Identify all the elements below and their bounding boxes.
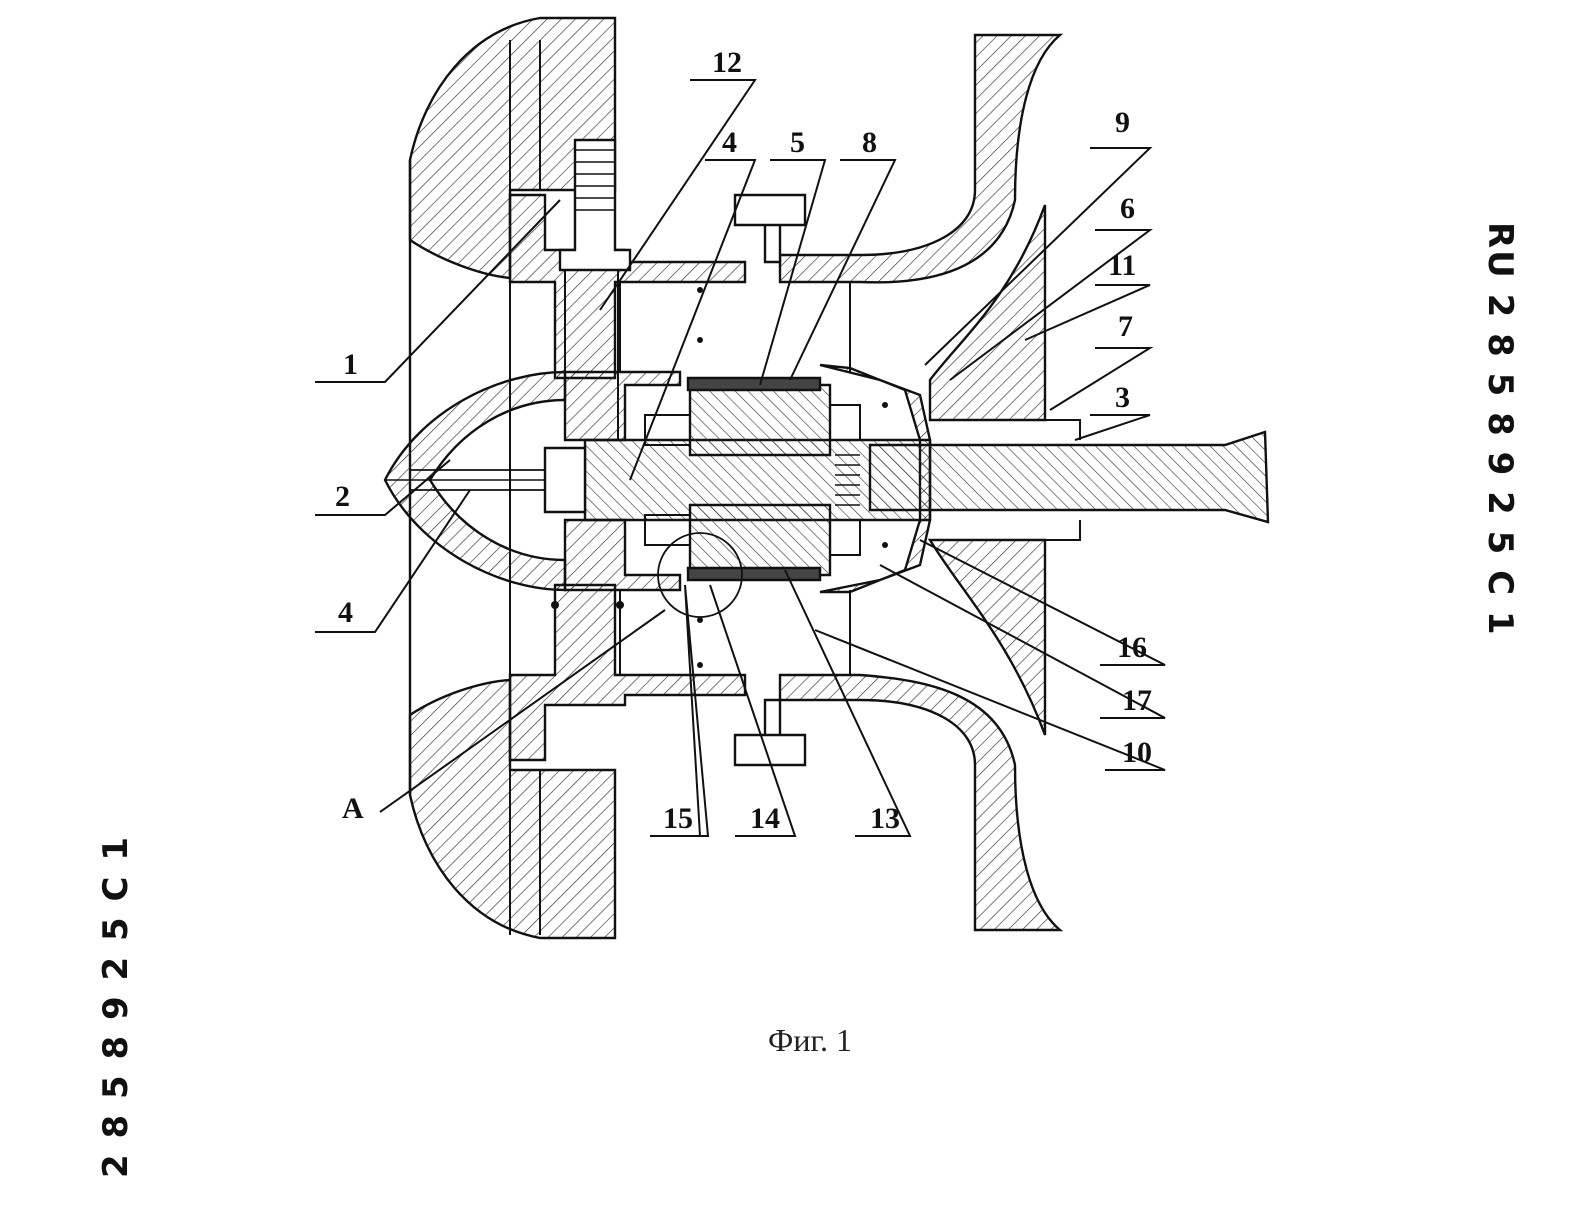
callout-5: 5	[790, 126, 805, 159]
stator-band-upper	[686, 376, 822, 392]
callout-4-lower: 4	[338, 596, 353, 629]
callout-a: A	[342, 792, 364, 825]
bolt-lower	[733, 698, 807, 767]
callout-2: 2	[335, 480, 350, 513]
callout-6: 6	[1120, 192, 1135, 225]
callout-11: 11	[1108, 249, 1136, 282]
fitting-12	[558, 138, 632, 272]
callout-1: 1	[343, 348, 358, 381]
leader-lines	[315, 79, 1166, 837]
output-shaft	[868, 430, 1270, 524]
housing-cup	[819, 363, 932, 594]
rotor-upper	[688, 383, 832, 457]
inner-flange-upper	[508, 193, 747, 380]
assembly-section	[383, 16, 1270, 940]
patent-number-left: 2 8 5 8 9 2 5 C 1	[96, 835, 136, 1178]
volute-upper	[778, 33, 1064, 284]
callout-8: 8	[862, 126, 877, 159]
callout-3: 3	[1115, 381, 1130, 414]
callout-7: 7	[1118, 310, 1133, 343]
impeller	[928, 204, 1047, 422]
callout-9: 9	[1115, 106, 1130, 139]
callout-15: 15	[663, 802, 693, 835]
patent-number-right: RU 2 8 5 8 9 2 5 C 1	[1480, 222, 1520, 637]
central-housing	[563, 370, 682, 442]
stator-band-lower	[686, 566, 822, 582]
inner-flange-lower	[508, 583, 747, 762]
callout-13: 13	[870, 802, 900, 835]
callout-14: 14	[750, 802, 780, 835]
figure-caption: Фиг. 1	[768, 1022, 852, 1058]
volute-lower	[778, 673, 1064, 932]
callout-17: 17	[1122, 684, 1152, 717]
callout-10: 10	[1122, 736, 1152, 769]
bolt-upper	[733, 193, 807, 264]
nose-cone	[383, 370, 567, 592]
rotor-lower	[688, 503, 832, 577]
callout-16: 16	[1117, 631, 1147, 664]
callout-12: 12	[712, 46, 742, 79]
callout-labels: 12 4 5 8 9 6 11 7 3 1 2 4 16 17 10 A 15 …	[335, 46, 1152, 835]
callout-4-upper: 4	[722, 126, 737, 159]
